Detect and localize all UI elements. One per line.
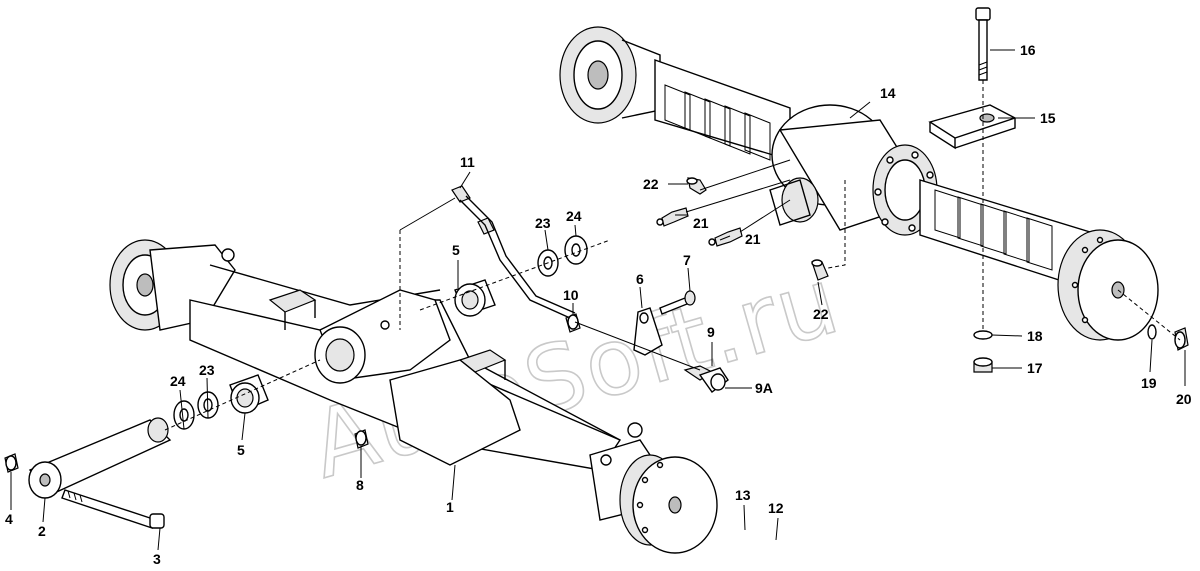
- label-7: 7: [683, 252, 691, 268]
- grease-line-11: [451, 185, 576, 319]
- nut-4: [4, 453, 19, 473]
- nut-17: [973, 357, 993, 373]
- label-9: 9: [707, 324, 715, 340]
- label-18: 18: [1027, 328, 1043, 344]
- label-1: 1: [446, 499, 454, 515]
- callout-labels: 1 2 3 4 5 5 6 7 8 9 9A 10 11 12 13 14 15…: [5, 42, 1192, 567]
- washer-18: [973, 330, 993, 340]
- label-9a: 9A: [755, 380, 773, 396]
- label-2: 2: [38, 523, 46, 539]
- breather-fitting-21a: [656, 207, 689, 227]
- fitting-9: [683, 365, 729, 393]
- label-5a: 5: [237, 442, 245, 458]
- label-4: 4: [5, 511, 13, 527]
- label-15: 15: [1040, 110, 1056, 126]
- label-22b: 22: [813, 306, 829, 322]
- u-bolt: [975, 7, 991, 330]
- label-24a: 24: [170, 373, 186, 389]
- bushing-5a: [229, 374, 269, 414]
- front-axle-beam: [109, 239, 718, 554]
- label-21b: 21: [745, 231, 761, 247]
- elbow-fitting-22b: [811, 259, 829, 281]
- label-5b: 5: [452, 242, 460, 258]
- label-23b: 23: [535, 215, 551, 231]
- label-12: 12: [768, 500, 784, 516]
- label-14: 14: [880, 85, 896, 101]
- nut-8: [354, 429, 369, 449]
- label-24b: 24: [566, 208, 582, 224]
- pivot-pin-2: [28, 417, 172, 499]
- mounting-plate: [928, 104, 1017, 150]
- label-21a: 21: [693, 215, 709, 231]
- label-3: 3: [153, 551, 161, 567]
- callout-leaders: [10, 49, 1186, 551]
- nut-20: [1174, 327, 1189, 351]
- bracket-6: [633, 307, 663, 356]
- bolt-3: [61, 489, 165, 530]
- label-6: 6: [636, 271, 644, 287]
- label-22a: 22: [643, 176, 659, 192]
- washer-24b: [564, 235, 588, 265]
- bolt-7: [659, 290, 696, 315]
- elbow-fitting-22a: [686, 177, 707, 195]
- bushing-5b: [454, 279, 496, 317]
- label-23a: 23: [199, 362, 215, 378]
- label-16: 16: [1020, 42, 1036, 58]
- upper-axle-assembly: [559, 26, 1159, 341]
- label-20: 20: [1176, 391, 1192, 407]
- breather-fitting-21b: [708, 227, 743, 247]
- washer-19: [1147, 324, 1157, 340]
- label-19: 19: [1141, 375, 1157, 391]
- label-10: 10: [563, 287, 579, 303]
- label-8: 8: [356, 477, 364, 493]
- label-11: 11: [460, 154, 475, 170]
- label-13: 13: [735, 487, 751, 503]
- label-17: 17: [1027, 360, 1043, 376]
